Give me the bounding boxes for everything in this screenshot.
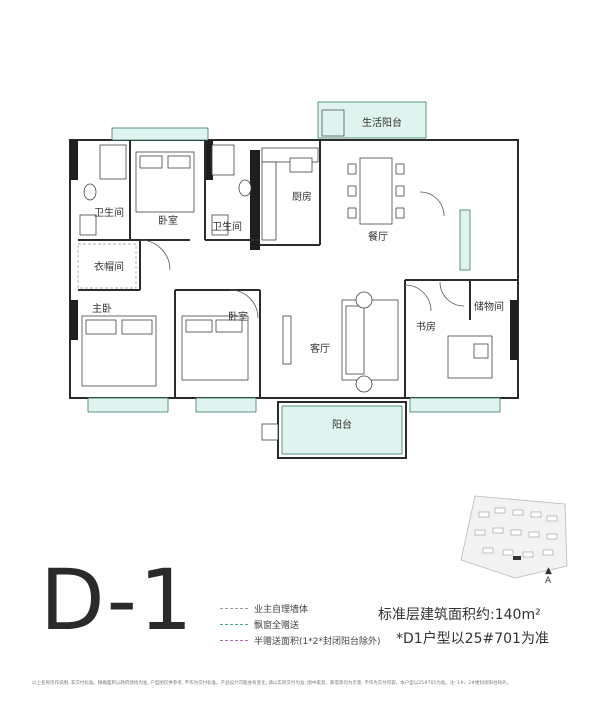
legend-label: 半赠送面积(1*2*封闭阳台除外) bbox=[254, 637, 381, 647]
disclaimer-text: 以上名称仅作说明, 非交付标准。精确面积以政府测绘为准, 户型图仅供参考, 不作… bbox=[32, 681, 512, 686]
site-plan-thumbnail bbox=[460, 495, 568, 579]
study-desk bbox=[447, 335, 493, 379]
kitchen-fixtures bbox=[261, 147, 319, 241]
room-label-bedroom-mid: 卧室 bbox=[228, 310, 248, 323]
legend-item-half-gift: 半赠送面积(1*2*封闭阳台除外) bbox=[220, 634, 380, 647]
bathroom-fixtures bbox=[79, 144, 252, 236]
room-label-study: 书房 bbox=[416, 320, 436, 333]
utility-balcony-area bbox=[317, 101, 427, 139]
legend-label: 业主自理墙体 bbox=[254, 605, 309, 615]
unit-type-title: D-1 bbox=[40, 551, 195, 649]
doors bbox=[139, 191, 465, 319]
legend-item-owner-walls: 业主自理墙体 bbox=[220, 602, 308, 615]
master-bed bbox=[81, 315, 157, 387]
legend-swatch-gray bbox=[220, 608, 248, 609]
interior-walls bbox=[78, 140, 518, 398]
room-label-storage: 储物间 bbox=[474, 300, 504, 313]
unit-note-text: *D1户型以25#701为准 bbox=[396, 631, 549, 647]
outer-walls bbox=[69, 139, 519, 399]
room-label-utility-balcony: 生活阳台 bbox=[362, 116, 402, 129]
legend-item-bay-window: 飘窗全赠送 bbox=[220, 618, 299, 631]
dining-table bbox=[347, 157, 405, 225]
room-label-bedroom-top: 卧室 bbox=[158, 214, 178, 227]
room-label-walk-in-closet: 衣帽间 bbox=[94, 260, 124, 273]
bedroom-top-bed bbox=[135, 151, 195, 213]
legend-swatch-teal bbox=[220, 624, 248, 625]
bedroom-mid-bed bbox=[181, 315, 249, 381]
room-label-master-bedroom: 主卧 bbox=[92, 302, 112, 315]
room-label-bathroom-left: 卫生间 bbox=[94, 206, 124, 219]
closet-shelves bbox=[77, 243, 137, 289]
floor-area-text: 标准层建筑面积约:140m² bbox=[378, 607, 541, 623]
legend-swatch-purple bbox=[220, 640, 248, 641]
legend-label: 飘窗全赠送 bbox=[254, 621, 300, 631]
living-sofa bbox=[282, 291, 399, 393]
room-label-balcony: 阳台 bbox=[332, 418, 352, 431]
east-window bbox=[459, 209, 471, 271]
room-label-living-room: 客厅 bbox=[310, 342, 330, 355]
room-label-dining: 餐厅 bbox=[368, 230, 388, 243]
room-label-bathroom-mid: 卫生间 bbox=[212, 220, 242, 233]
balcony-area bbox=[261, 401, 407, 459]
north-label: A bbox=[545, 576, 552, 586]
floor-plan: 生活阳台 卫生间 卧室 卫生间 厨房 餐厅 衣帽间 主卧 卧室 客厅 书房 储物… bbox=[69, 101, 519, 459]
north-arrow-icon: ▲A bbox=[545, 566, 552, 586]
bottom-bay-windows bbox=[87, 397, 501, 413]
top-bay-window bbox=[111, 127, 209, 141]
room-label-kitchen: 厨房 bbox=[292, 190, 312, 203]
